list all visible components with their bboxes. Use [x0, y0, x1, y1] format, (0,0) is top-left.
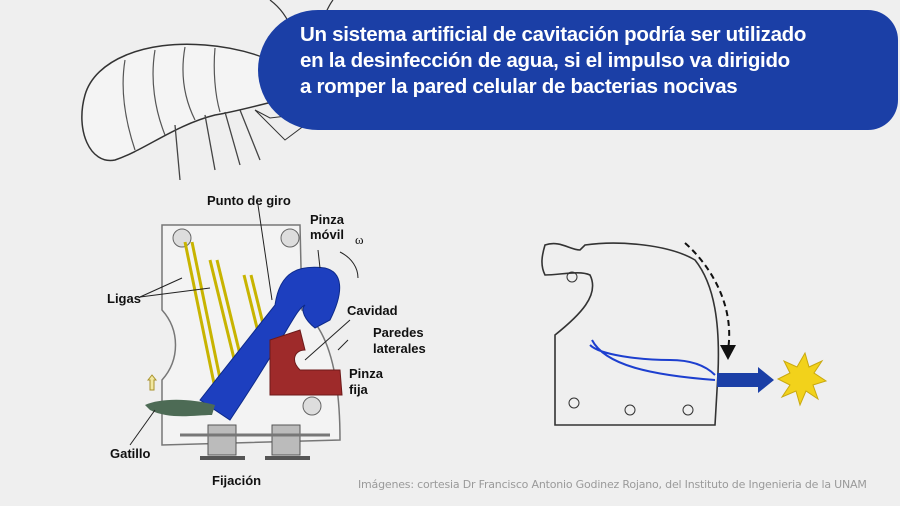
label-fixed-claw-2: fija [349, 382, 368, 397]
label-mobile-claw-1: Pinza [310, 212, 344, 227]
label-mount: Fijación [212, 473, 262, 488]
label-walls-2: laterales [373, 341, 426, 356]
label-cavity: Cavidad [347, 303, 398, 318]
label-omega: ω [355, 232, 364, 247]
headline-line-3: a romper la pared celular de bacterias n… [300, 75, 738, 98]
headline-banner [258, 10, 898, 130]
image-credit: Imágenes: cortesia Dr Francisco Antonio … [358, 478, 867, 491]
label-mobile-claw-2: móvil [310, 227, 344, 242]
label-trigger: Gatillo [110, 446, 151, 461]
cavitation-schematic [541, 242, 828, 426]
mechanism-diagram [129, 204, 359, 460]
headline-line-2: en la desinfección de agua, si el impuls… [300, 49, 790, 72]
headline-line-1: Un sistema artificial de cavitación podr… [300, 23, 807, 46]
label-walls-1: Paredes [373, 325, 424, 340]
label-bands: Ligas [107, 291, 141, 306]
label-pivot: Punto de giro [207, 193, 291, 208]
headline-text: Un sistema artificial de cavitación podr… [300, 22, 880, 100]
label-fixed-claw-1: Pinza [349, 366, 383, 381]
